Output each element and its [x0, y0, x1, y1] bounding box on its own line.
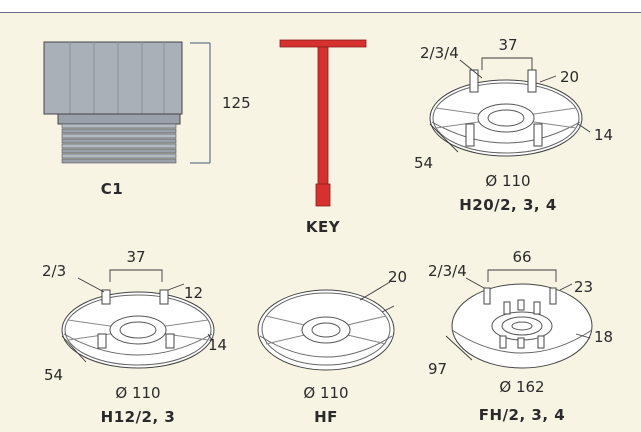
fh-tab-height-label: 23	[574, 278, 593, 296]
fh-part	[451, 283, 593, 369]
top-bar	[0, 0, 641, 13]
key-tool	[279, 39, 367, 207]
fh-caption: FH/2, 3, 4	[479, 406, 565, 424]
h20-caption: H20/2, 3, 4	[459, 196, 557, 214]
fh-height-label: 97	[428, 360, 447, 378]
h12-part	[61, 289, 215, 369]
c1-thread-ridge	[61, 123, 177, 129]
h12-tab-label: 2/3	[42, 262, 66, 280]
c1-part	[43, 41, 183, 164]
c1-thread-ridge	[61, 153, 177, 159]
h20-thickness-label: 14	[594, 126, 613, 144]
fh-tab-label: 2/3/4	[428, 262, 467, 280]
h12-tab-height-label: 12	[184, 284, 203, 302]
h12-width-label: 37	[126, 248, 145, 266]
h20-diameter-label: Ø 110	[485, 172, 530, 190]
c1-thread-ridge	[61, 128, 177, 134]
c1-thread-ridge	[61, 143, 177, 149]
c1-height-label: 125	[222, 94, 251, 112]
c1-thread-ridge	[61, 148, 177, 154]
hf-thickness-label: 20	[388, 268, 407, 286]
key-caption: KEY	[306, 218, 341, 236]
h12-thickness-label: 14	[208, 336, 227, 354]
h20-tab-label: 2/3/4	[420, 44, 459, 62]
h20-dimension-lines	[429, 57, 591, 153]
hf-dimension-lines	[359, 281, 395, 313]
h12-diameter-label: Ø 110	[115, 384, 160, 402]
h12-dimension-lines	[61, 269, 213, 363]
hf-caption: HF	[314, 408, 338, 426]
h12-height-label: 54	[44, 366, 63, 384]
h12-caption: H12/2, 3	[101, 408, 176, 426]
h20-height-label: 54	[414, 154, 433, 172]
c1-caption: C1	[101, 180, 123, 198]
c1-height-dimension	[190, 42, 211, 164]
c1-thread-ridge	[61, 138, 177, 144]
fh-width-label: 66	[512, 248, 531, 266]
h20-width-label: 37	[498, 36, 517, 54]
c1-thread-ridge	[61, 133, 177, 139]
hf-diameter-label: Ø 110	[303, 384, 348, 402]
fh-diameter-label: Ø 162	[499, 378, 544, 396]
h20-part	[429, 69, 583, 157]
hf-part	[257, 289, 395, 371]
c1-thread-ridge	[61, 158, 177, 164]
fh-thickness-label: 18	[594, 328, 613, 346]
h20-tab-height-label: 20	[560, 68, 579, 86]
fh-dimension-lines	[445, 269, 591, 361]
